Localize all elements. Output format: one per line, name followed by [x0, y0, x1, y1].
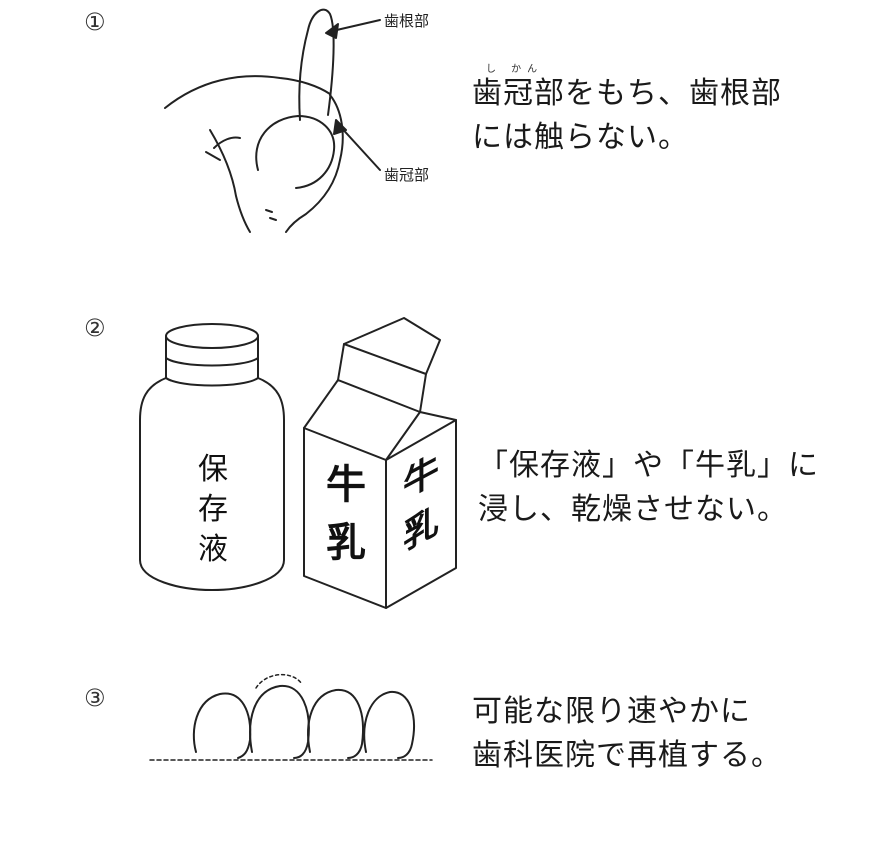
step-number-3: ③: [84, 684, 106, 712]
tooth-3: [307, 688, 364, 759]
tooth-4: [363, 690, 415, 759]
step-3-line-2: 歯科医院で再植する。: [472, 738, 782, 773]
hand-holding-tooth-illustration: [164, 8, 381, 233]
hand-crease: [205, 151, 221, 161]
step-number-2: ②: [84, 314, 106, 342]
preservation-liquid-bottle: [139, 323, 285, 591]
hand-lower-outline: [209, 129, 251, 233]
step-3-line-1: 可能な限り速やかに: [472, 694, 751, 729]
hand-crease: [265, 209, 277, 221]
bottle-label: 保 存 液: [196, 450, 230, 570]
step-number-1: ①: [84, 8, 106, 36]
bottle-label-char: 液: [198, 532, 228, 567]
teeth-replant-illustration: [149, 674, 433, 761]
finger-outline: [285, 94, 344, 233]
milk-carton: [303, 317, 457, 609]
bottle-label-char: 保: [198, 452, 228, 487]
crown-arrowhead: [333, 119, 347, 135]
tooth-outline: [298, 8, 335, 121]
bottle-label-char: 存: [198, 492, 228, 527]
step-2-line-1: 「保存液」や「牛乳」に: [478, 448, 819, 483]
root-arrowhead: [325, 23, 339, 39]
crown-arrow: [337, 123, 381, 171]
crown-label: 歯冠部: [384, 166, 430, 184]
ruby-reading: し かん: [486, 64, 544, 75]
carton-front-char: 牛: [326, 462, 366, 508]
tooth-2-halo: [255, 674, 303, 689]
tooth-2: [249, 684, 310, 759]
step-2-line-2: 浸し、乾燥させない。: [478, 492, 788, 527]
thumb-outline: [255, 115, 336, 189]
tooth-1: [192, 692, 252, 759]
step-1-line-1: 歯冠部をもち、歯根部: [472, 76, 782, 111]
carton-front-label: 牛 乳: [324, 456, 368, 572]
step-1-line-2: には触らない。: [472, 120, 689, 155]
root-label: 歯根部: [384, 12, 430, 30]
carton-front-char: 乳: [326, 520, 366, 566]
hand-outline: [164, 75, 331, 109]
hand-crease: [213, 136, 241, 149]
